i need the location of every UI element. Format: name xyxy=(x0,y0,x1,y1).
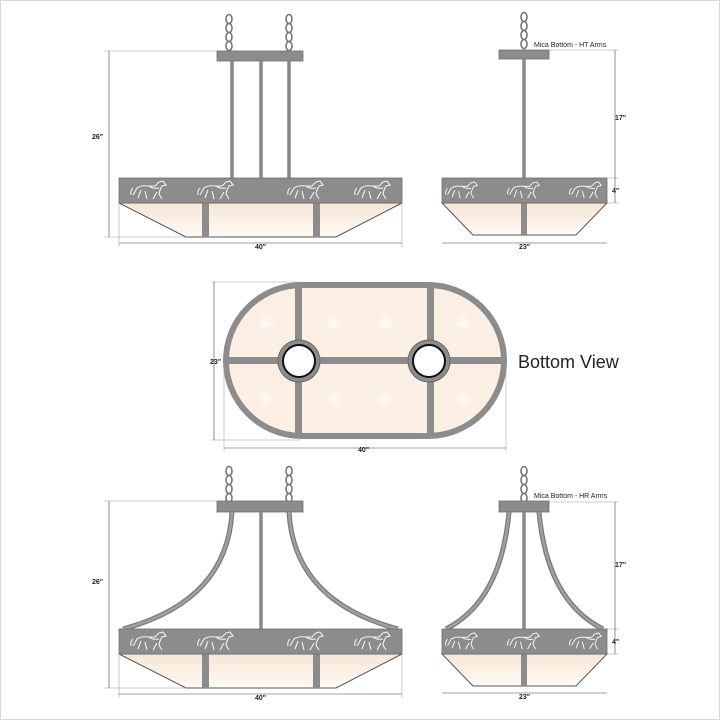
width-label: 23" xyxy=(519,244,530,251)
band-label: 4" xyxy=(612,188,619,195)
chain-icon xyxy=(285,13,293,52)
socket-icon xyxy=(277,339,321,383)
height-label: 26" xyxy=(92,134,103,141)
canopy xyxy=(216,500,304,513)
height-label: 26" xyxy=(92,579,103,586)
canopy xyxy=(216,50,304,62)
canopy xyxy=(498,500,550,513)
drop-label: 17" xyxy=(615,115,626,122)
chain-icon xyxy=(520,465,528,504)
caption-hr-arms: Mica Bottom - HR Arms xyxy=(534,493,608,500)
front-view-hr-arms-40in: 26" 40" xyxy=(92,465,403,702)
horse-band xyxy=(441,177,608,204)
bottom-view-title: Bottom View xyxy=(518,352,620,372)
depth-label: 23" xyxy=(210,359,221,366)
mica-shade xyxy=(118,653,403,689)
drop-label: 17" xyxy=(615,562,626,569)
band-label: 4" xyxy=(612,639,619,646)
socket-icon xyxy=(407,339,451,383)
width-label: 40" xyxy=(358,447,369,454)
width-label: 23" xyxy=(519,694,530,701)
side-view-ht-arms-23in: Mica Bottom - HT Arms 17" 4" 23" xyxy=(440,11,626,251)
width-label: 40" xyxy=(255,695,266,702)
side-view-hr-arms-23in: Mica Bottom - HR Arms 17" 4" 23" xyxy=(440,465,626,701)
canopy xyxy=(498,49,550,60)
mica-shade xyxy=(118,202,403,238)
chain-icon xyxy=(285,465,293,504)
chain-icon xyxy=(225,13,233,52)
width-label: 40" xyxy=(255,244,266,251)
bottom-view: Bottom View 23" 40" xyxy=(210,281,620,454)
chain-icon xyxy=(520,11,528,50)
front-view-ht-arms-40in: 26" 40" xyxy=(92,13,403,251)
caption-ht-arms: Mica Bottom - HT Arms xyxy=(534,42,607,49)
horse-band xyxy=(441,628,608,655)
chain-icon xyxy=(225,465,233,504)
